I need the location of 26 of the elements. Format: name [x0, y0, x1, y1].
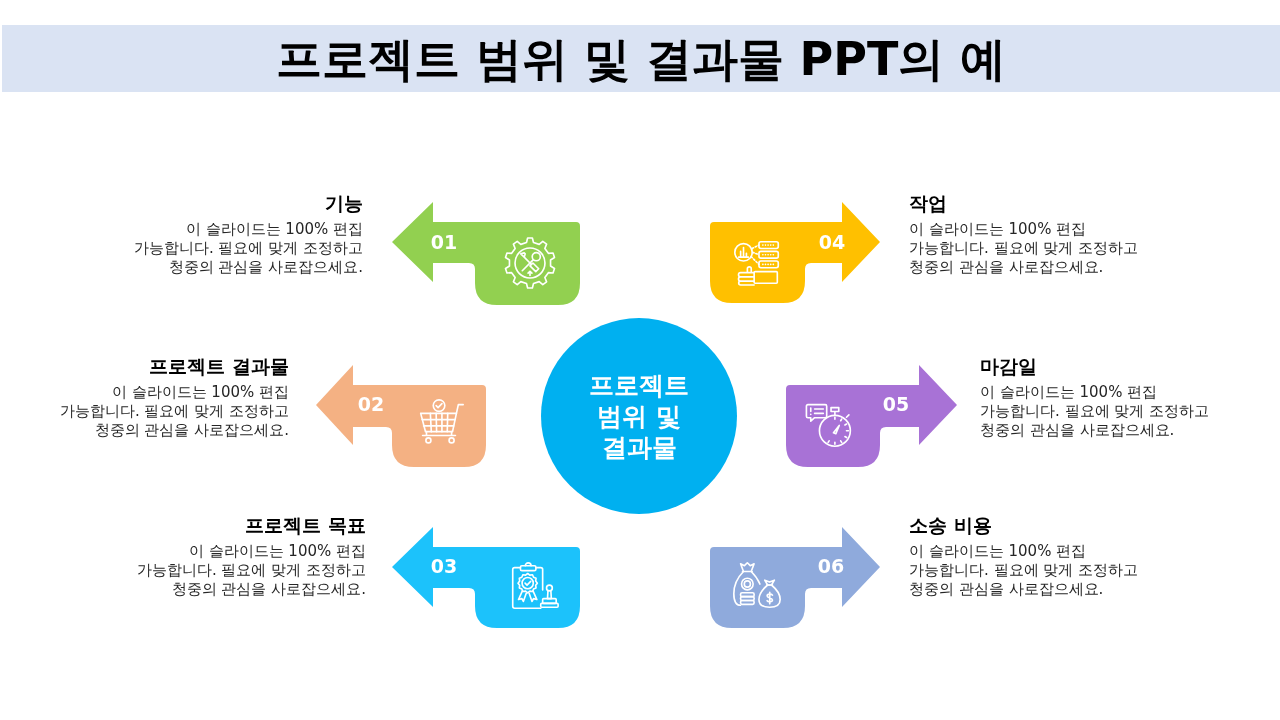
- item-description: 이 슬라이드는 100% 편집 가능합니다. 필요에 맞게 조정하고 청중의 관심을 사로잡으세요.: [132, 220, 363, 277]
- step-number: 02: [357, 392, 385, 416]
- step-number: 01: [430, 230, 458, 254]
- item-description: 이 슬라이드는 100% 편집 가능합니다. 필요에 맞게 조정하고 청중의 관심을 사로잡으세요.: [909, 220, 1140, 277]
- arrow-banner: [786, 365, 957, 467]
- arrow-banner: [710, 527, 880, 628]
- arrow-banner: [710, 202, 880, 303]
- item-heading: 프로젝트 결과물: [149, 355, 289, 377]
- item-heading: 소송 비용: [909, 514, 992, 536]
- item-description: 이 슬라이드는 100% 편집 가능합니다. 필요에 맞게 조정하고 청중의 관심을 사로잡으세요.: [980, 383, 1211, 440]
- item-description: 이 슬라이드는 100% 편집 가능합니다. 필요에 맞게 조정하고 청중의 관심을 사로잡으세요.: [909, 542, 1140, 599]
- page-title: 프로젝트 범위 및 결과물 PPT의 예: [275, 31, 1007, 86]
- step-number: 03: [430, 554, 458, 578]
- arrow-banner: [316, 365, 486, 467]
- step-number: 06: [817, 554, 845, 578]
- arrow-banner: [392, 527, 580, 628]
- item-heading: 마감일: [980, 355, 1037, 377]
- item-description: 이 슬라이드는 100% 편집 가능합니다. 필요에 맞게 조정하고 청중의 관심을 사로잡으세요.: [58, 383, 289, 440]
- step-number: 05: [882, 392, 910, 416]
- item-heading: 기능: [325, 192, 363, 214]
- item-heading: 작업: [909, 192, 947, 214]
- hub-label: 프로젝트 범위 및 결과물: [588, 369, 690, 463]
- arrow-banner: [392, 202, 580, 305]
- item-heading: 프로젝트 목표: [245, 514, 366, 536]
- step-number: 04: [818, 230, 846, 254]
- item-description: 이 슬라이드는 100% 편집 가능합니다. 필요에 맞게 조정하고 청중의 관심을 사로잡으세요.: [135, 542, 366, 599]
